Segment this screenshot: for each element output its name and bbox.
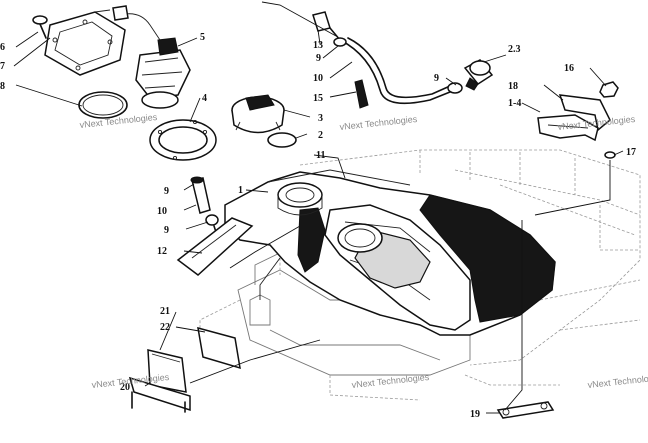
callout-1-4: 1-4: [508, 98, 521, 109]
callout-9-top: 9: [316, 53, 321, 64]
callout-1: 1: [238, 185, 243, 196]
o-ring-2: [267, 132, 297, 148]
callout-9-left-bottom: 9: [164, 225, 169, 236]
fuel-tank: [224, 169, 556, 336]
callout-18: 18: [508, 81, 518, 92]
support-pad-22: [197, 326, 241, 370]
callout-10-top: 10: [313, 73, 323, 84]
mounting-ring-4: [149, 119, 217, 161]
washer-17: [604, 151, 616, 159]
callout-9-left-top: 9: [164, 186, 169, 197]
callout-8: 8: [0, 81, 5, 92]
callout-7: 7: [0, 61, 5, 72]
callout-20: 20: [120, 382, 130, 393]
callout-9-right: 9: [434, 73, 439, 84]
callout-2: 2: [318, 130, 323, 141]
hose-left: [190, 176, 219, 239]
callout-3: 3: [318, 113, 323, 124]
callout-13: 13: [313, 40, 323, 51]
callout-21: 21: [160, 306, 170, 317]
callout-19: 19: [470, 409, 480, 420]
callout-16: 16: [564, 63, 574, 74]
watermark-2: vNext Technologies: [339, 114, 418, 132]
pump-cover-plate: [44, 11, 126, 76]
leader-lines: [13, 1, 624, 414]
callout-11: 11: [316, 150, 325, 161]
callout-2-3: 2.3: [508, 44, 521, 55]
tank-strap-19: [496, 401, 555, 419]
fuel-cap-3: [231, 94, 285, 134]
nut-16: [599, 81, 619, 98]
watermark-6: vNext Technologies: [587, 372, 648, 390]
tank-bracket-18: [537, 94, 611, 142]
vent-hose-assembly: [312, 11, 463, 109]
callout-10-left: 10: [157, 206, 167, 217]
callout-22: 22: [160, 322, 170, 333]
support-bracket-21: [147, 349, 187, 393]
fuel-pump: [94, 5, 191, 109]
vehicle-frame-background: [199, 149, 641, 401]
callout-5: 5: [200, 32, 205, 43]
callout-17: 17: [626, 147, 636, 158]
vent-valve-23: [463, 59, 494, 91]
callout-6: 6: [0, 42, 5, 53]
callout-15: 15: [313, 93, 323, 104]
screw-6: [32, 15, 48, 39]
callout-12: 12: [157, 246, 167, 257]
callout-labels: 1 2 3 4 5 6 7 8 9 10 9 12 11 13 9 10 15 …: [0, 32, 636, 420]
callout-4: 4: [202, 93, 207, 104]
seal-ring-8: [78, 91, 128, 119]
